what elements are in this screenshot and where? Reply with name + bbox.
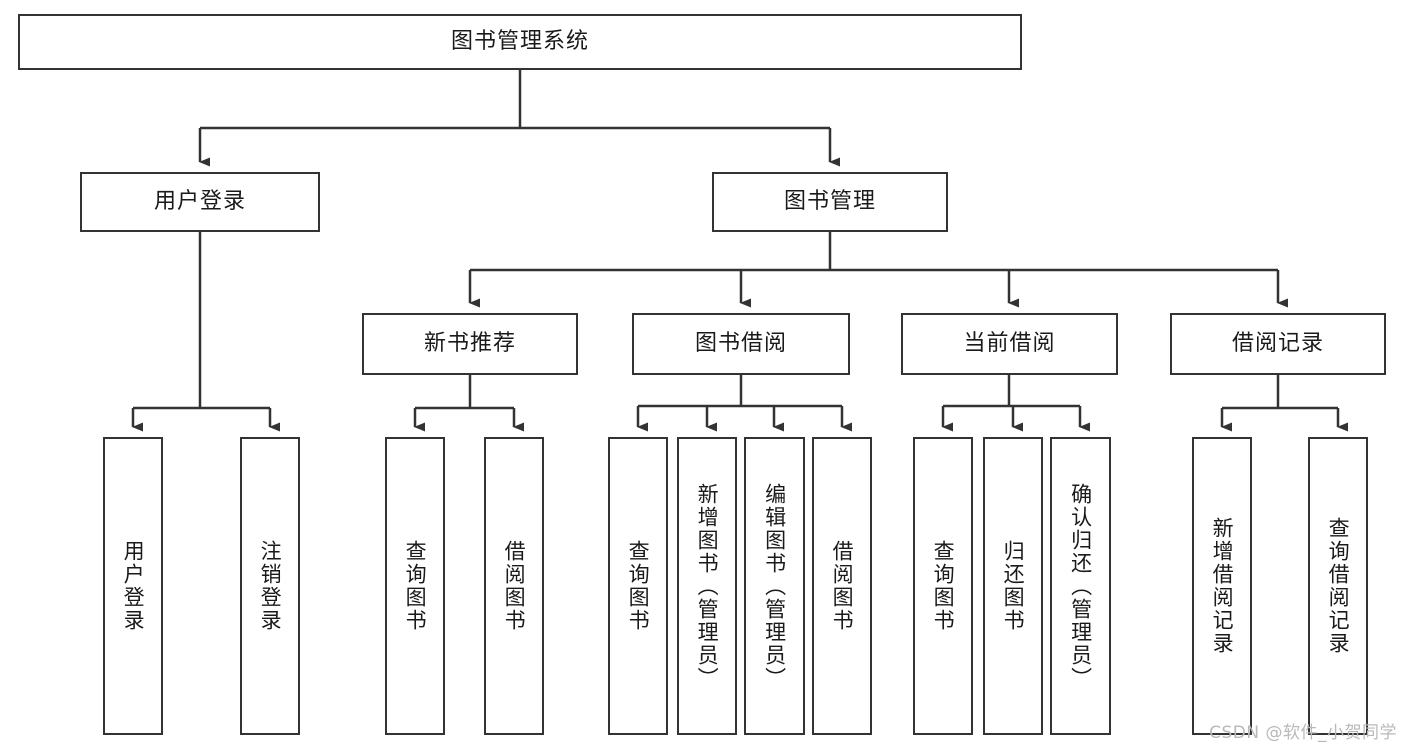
node-leaf-rec-query-record[interactable]: 查询借阅记录	[1308, 437, 1368, 735]
node-leaf-cur-confirm-return[interactable]: 确认归还（管理员）	[1050, 437, 1111, 735]
node-leaf-borrow-edit-book[interactable]: 编辑图书（管理员）	[744, 437, 805, 735]
node-leaf-user-login[interactable]: 用户登录	[103, 437, 163, 735]
node-leaf-borrow-lend-book[interactable]: 借阅图书	[812, 437, 872, 735]
node-leaf-cur-query-book[interactable]: 查询图书	[913, 437, 973, 735]
edge-bookmanage-to-level3	[468, 232, 1288, 308]
node-book-borrow[interactable]: 图书借阅	[632, 313, 850, 375]
node-leaf-rec-add-record[interactable]: 新增借阅记录	[1192, 437, 1252, 735]
edge-root-to-level2	[198, 70, 840, 167]
node-current-borrow[interactable]: 当前借阅	[901, 313, 1118, 375]
edge-userlogin-to-leaves	[131, 232, 280, 432]
node-leaf-cur-return-book[interactable]: 归还图书	[983, 437, 1043, 735]
node-leaf-rec-borrow-book[interactable]: 借阅图书	[484, 437, 544, 735]
csdn-watermark: CSDN @软件_小贺同学	[1209, 723, 1397, 743]
node-book-manage[interactable]: 图书管理	[712, 172, 948, 232]
edge-bookborrow-to-leaves	[636, 375, 852, 432]
node-root[interactable]: 图书管理系统	[18, 14, 1022, 70]
edge-currentborrow-to-leaves	[941, 375, 1090, 432]
node-new-book-rec[interactable]: 新书推荐	[362, 313, 578, 375]
edge-borrowrecord-to-leaves	[1220, 375, 1348, 432]
node-leaf-rec-query-book[interactable]: 查询图书	[385, 437, 445, 735]
edge-newbookrec-to-leaves	[413, 375, 524, 432]
node-leaf-borrow-add-book[interactable]: 新增图书（管理员）	[677, 437, 737, 735]
node-borrow-record[interactable]: 借阅记录	[1170, 313, 1386, 375]
node-leaf-borrow-query-book[interactable]: 查询图书	[608, 437, 668, 735]
node-user-login[interactable]: 用户登录	[80, 172, 320, 232]
node-leaf-user-logout[interactable]: 注销登录	[240, 437, 300, 735]
